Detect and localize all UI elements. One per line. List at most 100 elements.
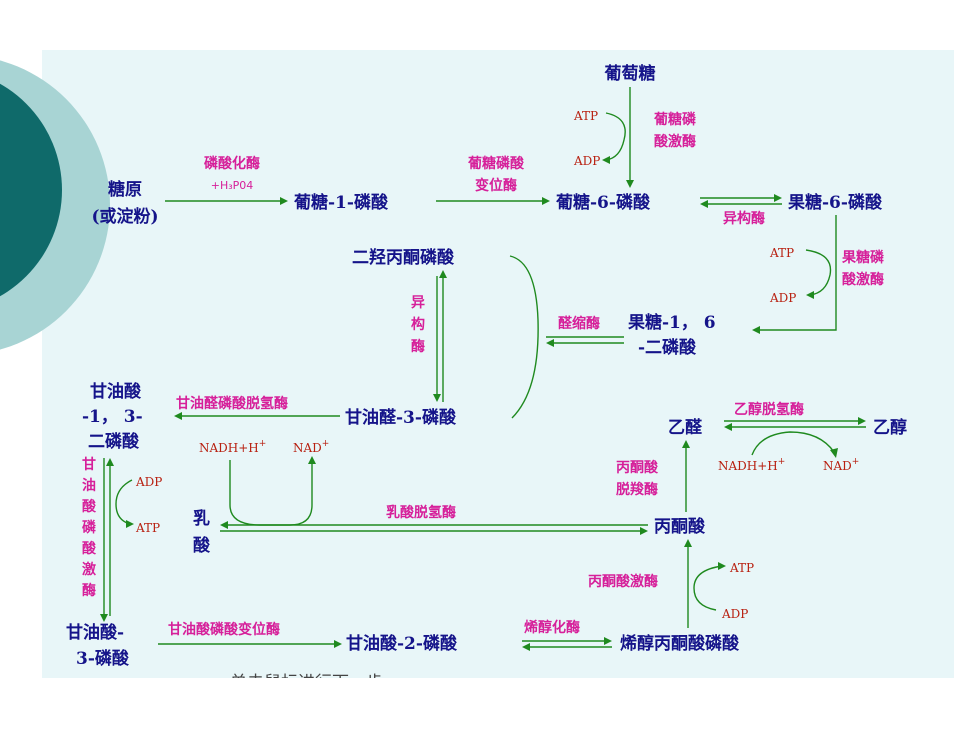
bracket-triose [509, 255, 539, 419]
enzyme-pgk-2: 油 [82, 477, 96, 494]
metabolite-glucose-1-phosphate: 葡糖-1-磷酸 [293, 192, 389, 213]
cofactor-nadh-adh: NADH+H+ [718, 457, 785, 473]
cofactor-adp-hexokinase: ADP [573, 154, 600, 168]
arrowhead-f6p-fbp [752, 326, 760, 334]
arrowhead-glucose-g6p [626, 180, 634, 188]
metabolite-acetaldehyde: 乙醛 [668, 417, 703, 438]
arrowhead-f6p-g6p [700, 200, 708, 208]
metabolite-bpg-2: -1， 3- [82, 407, 143, 427]
enzyme-phosphoglucomutase-2: 变位酶 [475, 177, 517, 194]
metabolite-glycogen-alt: (或淀粉) [91, 206, 158, 227]
cofactor-adp-pgk: ADP [135, 475, 162, 489]
metabolite-g3p: 甘油醛-3-磷酸 [345, 407, 457, 428]
metabolite-bpg: 甘油酸 [90, 381, 142, 402]
cofactor-adp-pfk: ADP [769, 291, 796, 305]
metabolite-fructose-6-phosphate: 果糖-6-磷酸 [788, 192, 883, 213]
enzyme-pgk-3: 酸 [82, 498, 97, 515]
metabolite-fructose-bisphosphate-2: -二磷酸 [638, 337, 697, 358]
arc-nadh-loop [229, 460, 313, 526]
cofactor-atp-hexokinase: ATP [573, 109, 598, 123]
arc-atp-hexokinase [605, 112, 626, 161]
arrowhead-split-fbp [546, 339, 554, 347]
enzyme-phosphorylase: 磷酸化酶 [204, 155, 260, 172]
enzyme-triose-isomerase: 异 [411, 295, 425, 311]
metabolite-pep: 烯醇丙酮酸磷酸 [620, 633, 740, 654]
enzyme-phosphorylase-substrate: +H₃P04 [211, 179, 254, 192]
arrowhead-pep-pyruvate [684, 539, 692, 547]
enzyme-pyruvate-decarboxylase-2: 脱羧酶 [616, 481, 658, 498]
arrowhead-g6p-f6p [774, 194, 782, 202]
metabolite-glucose: 葡萄糖 [604, 63, 656, 84]
enzyme-lactate-dehydrogenase: 乳酸脱氢酶 [386, 504, 456, 521]
arrowhead-bpg-3pg [100, 614, 108, 622]
metabolite-ethanol: 乙醇 [873, 417, 907, 438]
decor-circle-dark [0, 83, 62, 297]
enzyme-pgk-4: 磷 [82, 519, 97, 536]
cofactor-atp-pfk: ATP [769, 246, 794, 260]
cofactor-nadh-gapdh: NADH+H+ [199, 439, 266, 455]
arrowhead-dhap-g3p [433, 394, 441, 402]
arrowhead-glycogen-g1p [280, 197, 288, 205]
arrow-f6p-fbp [758, 215, 837, 331]
metabolite-pyruvate: 丙酮酸 [654, 516, 706, 537]
arrowhead-pyruvate-lactate [220, 521, 228, 529]
arrowhead-acetaldehyde-ethanol [858, 417, 866, 425]
enzyme-gapdh: 甘油醛磷酸脱氢酶 [176, 395, 288, 412]
arc-adp-atp [115, 479, 133, 525]
arrowhead-pyruvate-acetaldehyde [682, 440, 690, 448]
arrowhead-ethanol-acetaldehyde [724, 423, 732, 431]
arrowhead-g3p-bpg [174, 412, 182, 420]
cofactor-atp-pk: ATP [729, 561, 754, 575]
arc-nadh-adh [751, 431, 835, 456]
enzyme-enolase: 烯醇化酶 [524, 619, 580, 636]
arrowhead-adp-hexokinase [602, 156, 610, 164]
metabolite-lactate: 乳 [193, 508, 210, 529]
arrowhead-g3p-dhap [439, 270, 447, 278]
metabolite-3pg-2: 3-磷酸 [76, 648, 130, 669]
arrowhead-atp-pgk [126, 520, 134, 528]
enzyme-phosphofructokinase-2: 酸激酶 [842, 271, 884, 288]
arc-adp-pk [693, 565, 723, 611]
metabolite-glucose-6-phosphate: 葡糖-6-磷酸 [555, 192, 651, 213]
arrowhead-2pg-pep [604, 637, 612, 645]
arrowhead-pep-2pg [522, 643, 530, 651]
enzyme-isomerase: 异构酶 [723, 210, 765, 227]
metabolite-dhap: 二羟丙酮磷酸 [352, 247, 455, 268]
footer-hint: 单击鼠标进行下一步 [230, 673, 383, 693]
enzyme-pyruvate-decarboxylase: 丙酮酸 [616, 459, 659, 476]
diagram-panel [42, 50, 954, 678]
enzyme-pyruvate-kinase: 丙酮酸激酶 [588, 573, 658, 590]
enzyme-triose-isomerase-3: 酶 [411, 338, 425, 355]
metabolite-3pg: 甘油酸- [66, 622, 124, 643]
metabolite-2pg: 甘油酸-2-磷酸 [346, 633, 458, 654]
cofactor-atp-pgk: ATP [135, 521, 160, 535]
arrowhead-g1p-g6p [542, 197, 550, 205]
enzyme-phosphoglucomutase: 葡糖磷酸 [467, 155, 525, 172]
enzyme-phosphoglycerate-mutase: 甘油酸磷酸变位酶 [168, 621, 280, 638]
enzyme-alcohol-dehydrogenase: 乙醇脱氢酶 [734, 401, 804, 418]
arrowhead-nad-loop [308, 456, 316, 464]
arc-atp-pfk [805, 249, 832, 296]
metabolite-bpg-3: 二磷酸 [88, 431, 140, 452]
enzyme-triose-isomerase-2: 构 [411, 316, 425, 333]
arrowhead-atp-pk [718, 562, 726, 570]
enzyme-pgk-5: 酸 [82, 540, 97, 557]
arrowhead-nad-adh [830, 448, 838, 458]
arrowhead-3pg-2pg [334, 640, 342, 648]
enzyme-aldolase: 醛缩酶 [558, 315, 600, 332]
arrowhead-3pg-bpg [106, 458, 114, 466]
metabolite-lactate-2: 酸 [193, 535, 211, 556]
metabolite-fructose-bisphosphate: 果糖-1， 6 [628, 312, 716, 333]
enzyme-phosphofructokinase: 果糖磷 [841, 249, 885, 266]
enzyme-pgk-7: 酶 [82, 582, 96, 599]
cofactor-nad-adh: NAD+ [823, 457, 859, 473]
enzyme-pgk: 甘 [82, 456, 96, 473]
metabolite-glycogen: 糖原 [108, 179, 142, 200]
enzyme-hexokinase: 葡糖磷 [653, 111, 697, 128]
arrowhead-lactate-pyruvate [640, 527, 648, 535]
enzyme-pgk-6: 激 [82, 561, 96, 578]
enzyme-hexokinase-2: 酸激酶 [654, 133, 696, 150]
cofactor-nad-gapdh: NAD+ [293, 439, 329, 455]
arrowhead-adp-pfk [806, 291, 814, 299]
